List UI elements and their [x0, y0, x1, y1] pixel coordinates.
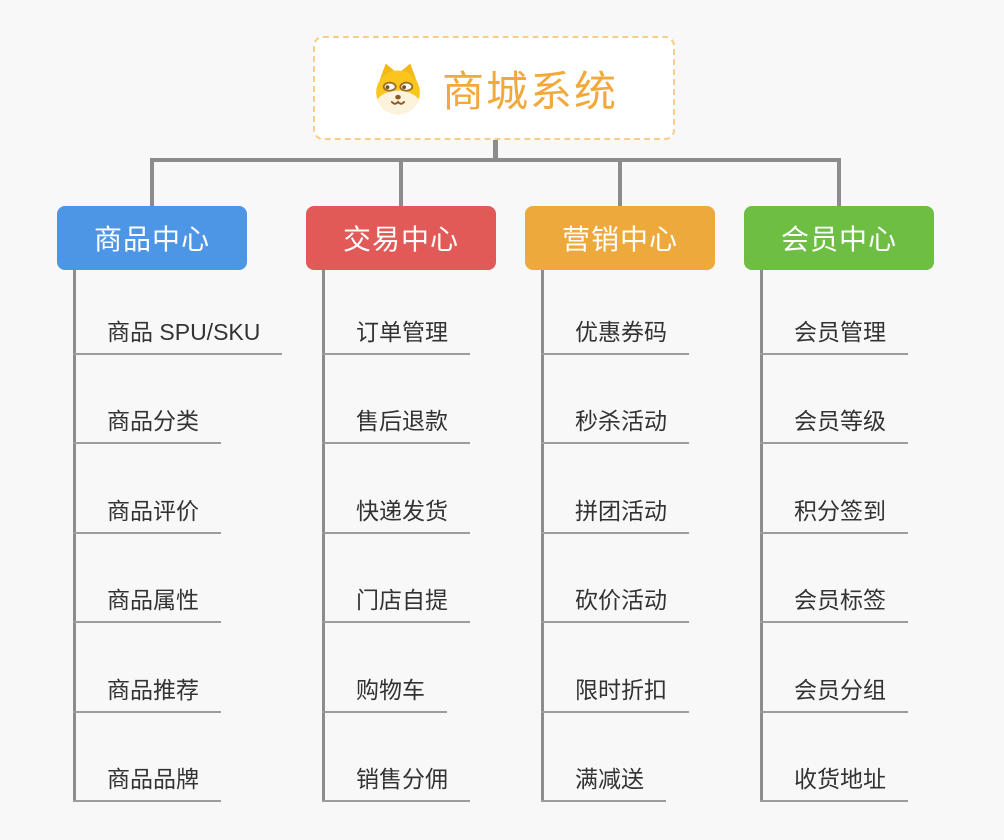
child-topic[interactable]: 会员管理 — [760, 317, 908, 355]
spine-product-center — [73, 270, 76, 802]
root-title: 商城系统 — [441, 67, 618, 115]
connector-trunk — [150, 158, 841, 162]
branch-node-product-center[interactable]: 商品中心 — [57, 206, 247, 270]
child-topic[interactable]: 限时折扣 — [541, 675, 689, 713]
child-topic[interactable]: 会员等级 — [760, 406, 908, 444]
child-topic[interactable]: 秒杀活动 — [541, 406, 689, 444]
connector-drop-product — [150, 158, 154, 206]
child-topic[interactable]: 售后退款 — [322, 406, 470, 444]
connector-drop-trade — [399, 158, 403, 206]
branch-node-trade-center[interactable]: 交易中心 — [306, 206, 496, 270]
child-topic[interactable]: 销售分佣 — [322, 764, 470, 802]
child-topic[interactable]: 商品推荐 — [73, 675, 221, 713]
child-topic[interactable]: 商品分类 — [73, 406, 221, 444]
child-topic[interactable]: 商品 SPU/SKU — [73, 317, 283, 355]
branch-node-marketing-center[interactable]: 营销中心 — [525, 206, 715, 270]
connector-root-stub — [493, 140, 498, 160]
child-topic[interactable]: 拼团活动 — [541, 496, 689, 534]
child-topic[interactable]: 积分签到 — [760, 496, 908, 534]
child-topic[interactable]: 优惠券码 — [541, 317, 689, 355]
spine-marketing-center — [541, 270, 544, 802]
connector-drop-member — [837, 158, 841, 206]
child-topic[interactable]: 砍价活动 — [541, 585, 689, 623]
child-topic[interactable]: 会员分组 — [760, 675, 908, 713]
spine-trade-center — [322, 270, 325, 802]
child-topic[interactable]: 商品评价 — [73, 496, 221, 534]
child-topic[interactable]: 会员标签 — [760, 585, 908, 623]
child-topic[interactable]: 满减送 — [541, 764, 666, 802]
connector-drop-marketing — [618, 158, 622, 206]
dog-face-icon — [370, 60, 426, 116]
child-topic[interactable]: 购物车 — [322, 675, 447, 713]
child-topic[interactable]: 门店自提 — [322, 585, 470, 623]
child-topic[interactable]: 商品属性 — [73, 585, 221, 623]
spine-member-center — [760, 270, 763, 802]
branch-node-member-center[interactable]: 会员中心 — [744, 206, 934, 270]
child-topic[interactable]: 订单管理 — [322, 317, 470, 355]
child-topic[interactable]: 快递发货 — [322, 496, 470, 534]
child-topic[interactable]: 商品品牌 — [73, 764, 221, 802]
root-node[interactable]: 商城系统 — [313, 36, 675, 140]
child-topic[interactable]: 收货地址 — [760, 764, 908, 802]
